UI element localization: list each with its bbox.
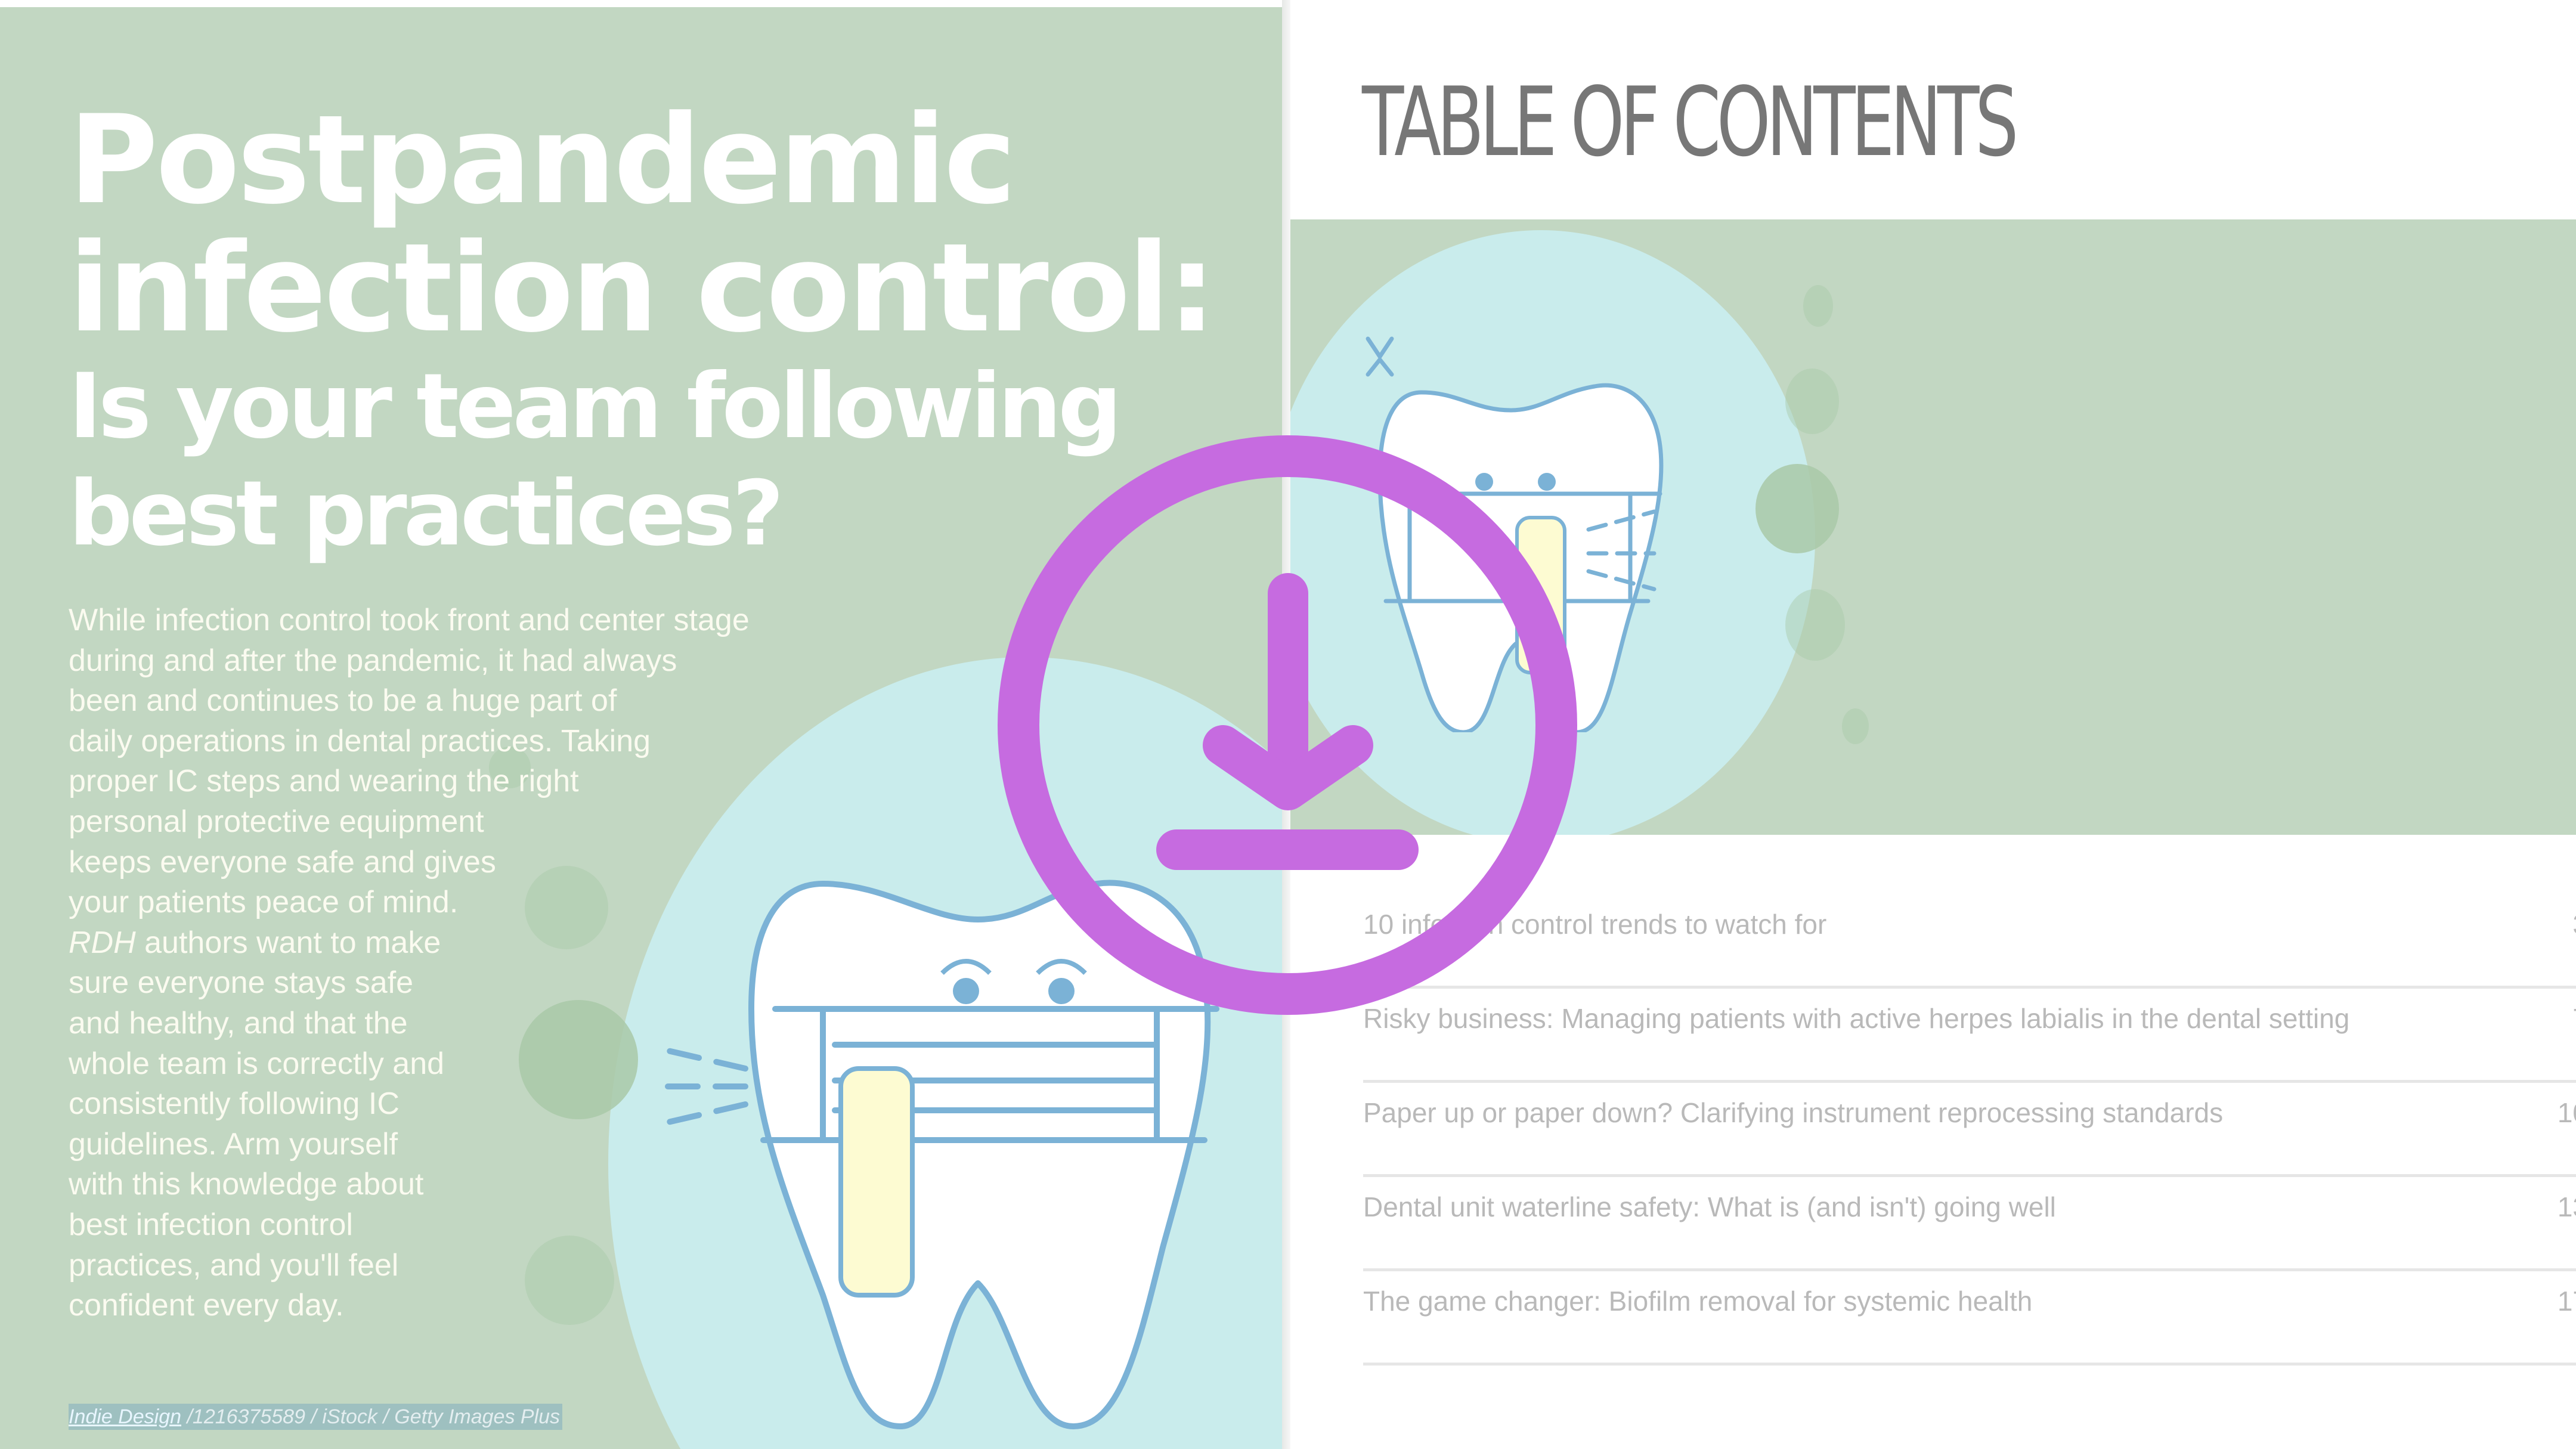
image-credit: Indie Design /1216375589 / iStock / Gett… bbox=[69, 1404, 563, 1430]
intro-line: While infection control took front and c… bbox=[69, 603, 750, 637]
intro-line: daily operations in dental practices. Ta… bbox=[69, 723, 651, 758]
intro-line-text: authors want to make bbox=[144, 925, 441, 960]
virus-icon bbox=[519, 1000, 638, 1119]
toc-entry[interactable]: Risky business: Managing patients with a… bbox=[1363, 989, 2576, 1083]
intro-line: whole team is correctly and bbox=[69, 1046, 445, 1081]
intro-line: during and after the pandemic, it had al… bbox=[69, 643, 677, 678]
intro-line: been and continues to be a huge part of bbox=[69, 683, 617, 719]
intro-line: proper IC steps and wearing the right bbox=[69, 764, 579, 799]
cover-headline: Postpandemic infection control: Is your … bbox=[69, 89, 1216, 568]
tooth-mascot-illustration bbox=[653, 880, 1219, 1429]
virus-icon bbox=[525, 866, 608, 949]
intro-line: RDH authors want to make bbox=[69, 923, 891, 964]
intro-line: and healthy, and that the bbox=[69, 1005, 408, 1041]
toc-entry-page: 17 bbox=[2557, 1286, 2576, 1317]
intro-line: practices, and you'll feel bbox=[69, 1247, 399, 1283]
toc-entry[interactable]: The game changer: Biofilm removal for sy… bbox=[1363, 1271, 2576, 1366]
toc-entry-title: The game changer: Biofilm removal for sy… bbox=[1363, 1286, 2033, 1317]
publication-name: RDH bbox=[69, 925, 136, 960]
intro-line: consistently following IC bbox=[69, 1086, 400, 1122]
image-credit-link[interactable]: Indie Design bbox=[69, 1405, 182, 1428]
virus-icon bbox=[1842, 708, 1869, 744]
cover-page: Postpandemic infection control: Is your … bbox=[0, 7, 1282, 1449]
intro-line: sure everyone stays safe bbox=[69, 965, 414, 1001]
virus-icon bbox=[525, 1236, 614, 1325]
toc-entry-title: Dental unit waterline safety: What is (a… bbox=[1363, 1191, 2056, 1222]
toc-entry[interactable]: Paper up or paper down? Clarifying instr… bbox=[1363, 1083, 2576, 1177]
subheadline-line-1: Is your team following bbox=[69, 355, 1122, 459]
toc-entry[interactable]: Dental unit waterline safety: What is (a… bbox=[1363, 1177, 2576, 1271]
intro-paragraph: While infection control took front and c… bbox=[69, 600, 891, 1326]
virus-icon bbox=[1755, 464, 1839, 553]
download-icon[interactable] bbox=[998, 435, 1577, 1015]
toc-entry-title: Risky business: Managing patients with a… bbox=[1363, 1003, 2350, 1034]
intro-line: confident every day. bbox=[69, 1288, 344, 1323]
intro-line: personal protective equipment bbox=[69, 804, 484, 839]
intro-line: keeps everyone safe and gives bbox=[69, 844, 496, 880]
toc-entry-page: 13 bbox=[2557, 1191, 2576, 1222]
toc-entry-page: 3 bbox=[2572, 906, 2576, 942]
toc-page: TABLE OF CONTENTS 10 infection control t… bbox=[1290, 0, 2576, 1449]
virus-icon bbox=[1785, 589, 1845, 661]
toc-entry-page: 10 bbox=[2557, 1097, 2576, 1128]
intro-line: your patients peace of mind. bbox=[69, 885, 459, 920]
intro-line: with this knowledge about bbox=[69, 1167, 424, 1202]
headline-line-2: infection control: bbox=[69, 218, 1216, 360]
intro-line: best infection control bbox=[69, 1207, 353, 1242]
image-credit-text: /1216375589 / iStock / Getty Images Plus bbox=[181, 1405, 561, 1428]
toc-heading: TABLE OF CONTENTS bbox=[1362, 66, 2018, 178]
headline-line-1: Postpandemic bbox=[69, 89, 1016, 231]
intro-line: guidelines. Arm yourself bbox=[69, 1126, 398, 1162]
virus-icon bbox=[489, 747, 531, 788]
subheadline-line-2: best practices? bbox=[69, 462, 784, 566]
toc-entry-title: Paper up or paper down? Clarifying instr… bbox=[1363, 1097, 2224, 1128]
virus-icon bbox=[1803, 285, 1833, 327]
virus-icon bbox=[1785, 369, 1839, 434]
toc-entry-page: 7 bbox=[2572, 1001, 2576, 1036]
